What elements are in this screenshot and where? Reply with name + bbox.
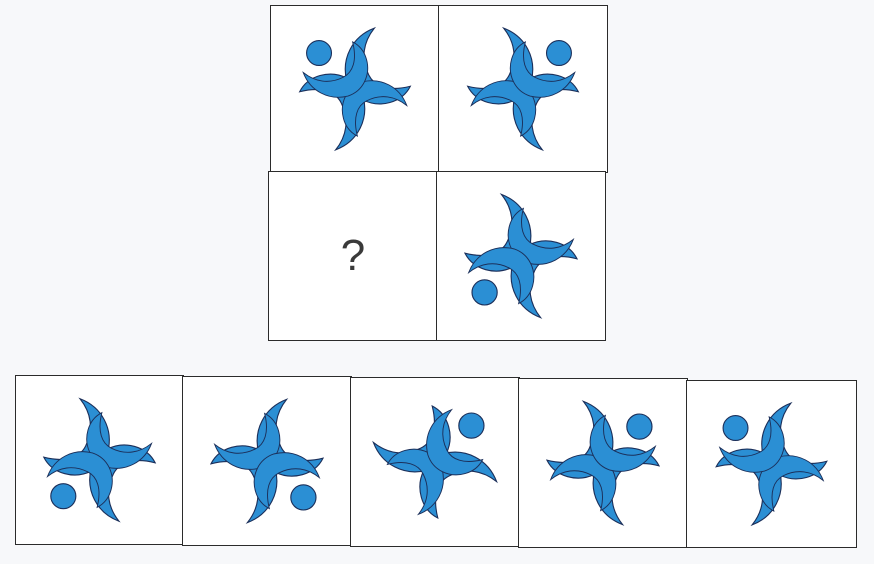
dot-circle <box>50 483 77 510</box>
pinwheel-figure <box>372 404 498 520</box>
grid-cell-top-right <box>438 5 608 173</box>
dot-circle <box>290 484 317 511</box>
pinwheel-figure <box>42 397 157 523</box>
option-2[interactable] <box>182 376 352 546</box>
crescent-arm <box>718 416 785 473</box>
pinwheel-figure <box>463 193 579 319</box>
crescent-arm <box>253 452 321 510</box>
option-4[interactable] <box>518 378 688 548</box>
crescent-arm <box>426 408 484 476</box>
dot-circle <box>471 279 498 306</box>
crescent-arm <box>302 41 369 98</box>
dot-circle <box>722 415 749 442</box>
grid-cell-bottom-left: ? <box>268 171 438 341</box>
pinwheel-figure <box>545 400 661 526</box>
crescent-arm <box>46 451 113 509</box>
dot-circle <box>626 413 653 440</box>
crescent-arm <box>589 414 657 472</box>
crescent-arm <box>509 41 576 98</box>
pinwheel-figure <box>466 26 580 152</box>
pinwheel-figure <box>298 26 412 152</box>
option-3[interactable] <box>350 377 520 547</box>
grid-cell-bottom-right <box>436 171 606 341</box>
grid-cell-top-left <box>270 5 440 173</box>
option-5[interactable] <box>686 380 857 548</box>
pinwheel-figure <box>715 401 828 527</box>
question-mark: ? <box>340 231 366 280</box>
dot-circle <box>545 40 572 67</box>
pinwheel-figure <box>209 398 325 524</box>
dot-circle <box>458 412 485 439</box>
option-1[interactable] <box>15 375 184 545</box>
dot-circle <box>306 40 333 67</box>
crescent-arm <box>467 247 535 305</box>
